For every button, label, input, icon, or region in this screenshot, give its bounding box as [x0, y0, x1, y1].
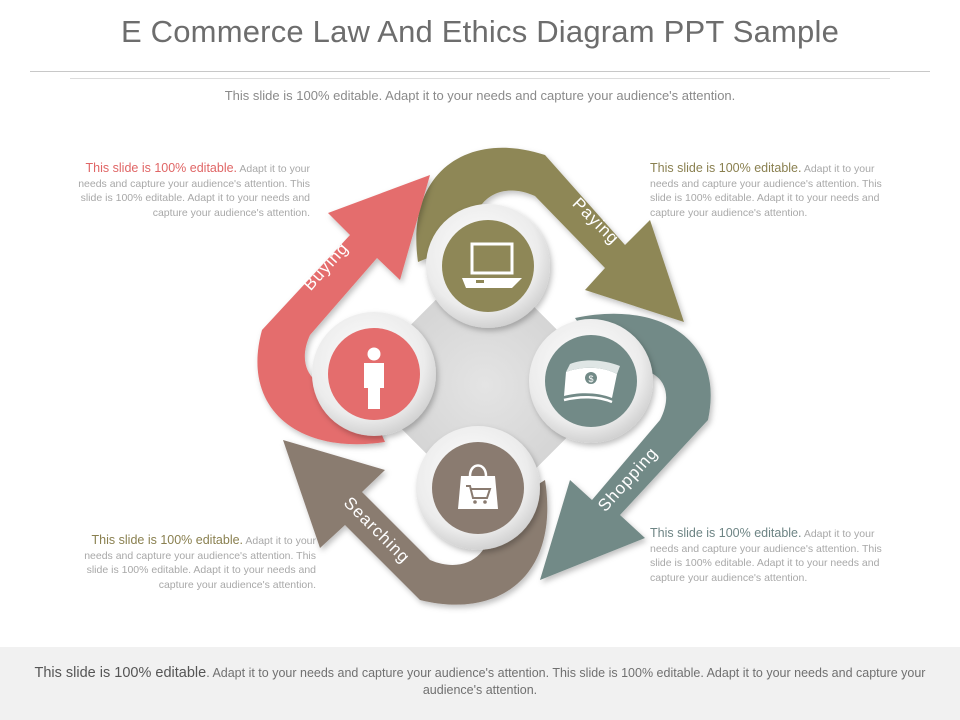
note-lead: This slide is 100% editable. [85, 161, 238, 175]
slide-title: E Commerce Law And Ethics Diagram PPT Sa… [120, 14, 840, 49]
center-square [372, 272, 598, 498]
footer-body: . Adapt it to your needs and capture you… [206, 666, 926, 697]
arrow-shopping [540, 313, 711, 580]
note-lead: This slide is 100% editable. [650, 161, 802, 175]
note-body: Adapt it to your needs and capture your … [84, 535, 316, 591]
footer-band: This slide is 100% editable. Adapt it to… [0, 647, 960, 720]
note-body: Adapt it to your needs and capture your … [78, 163, 310, 219]
note-body: Adapt it to your needs and capture your … [650, 528, 882, 584]
laptop-icon [462, 242, 522, 288]
note-top-right: This slide is 100% editable. Adapt it to… [650, 161, 886, 220]
arrow-searching [283, 440, 548, 605]
node-searching [416, 426, 540, 550]
note-bottom-right: This slide is 100% editable. Adapt it to… [650, 526, 886, 585]
slide-subtitle: This slide is 100% editable. Adapt it to… [224, 88, 736, 103]
title-divider [30, 71, 930, 72]
svg-text:$: $ [588, 374, 593, 384]
arrow-buying [257, 175, 430, 445]
note-lead: This slide is 100% editable. [91, 533, 244, 547]
person-icon [364, 347, 384, 409]
money-icon: $ [563, 360, 620, 404]
node-shopping: $ [529, 319, 653, 443]
note-bottom-left: This slide is 100% editable. Adapt it to… [80, 533, 316, 592]
footer-lead: This slide is 100% editable [34, 665, 207, 681]
note-top-left: This slide is 100% editable. Adapt it to… [74, 161, 310, 220]
node-buying [312, 312, 436, 436]
note-body: Adapt it to your needs and capture your … [650, 163, 882, 219]
footer-text: This slide is 100% editable. Adapt it to… [20, 665, 940, 699]
shopping-bag-icon [458, 464, 498, 509]
title-divider-inner [70, 78, 890, 79]
node-paying [426, 204, 550, 328]
note-lead: This slide is 100% editable. [650, 526, 802, 540]
arrow-paying [416, 147, 684, 322]
